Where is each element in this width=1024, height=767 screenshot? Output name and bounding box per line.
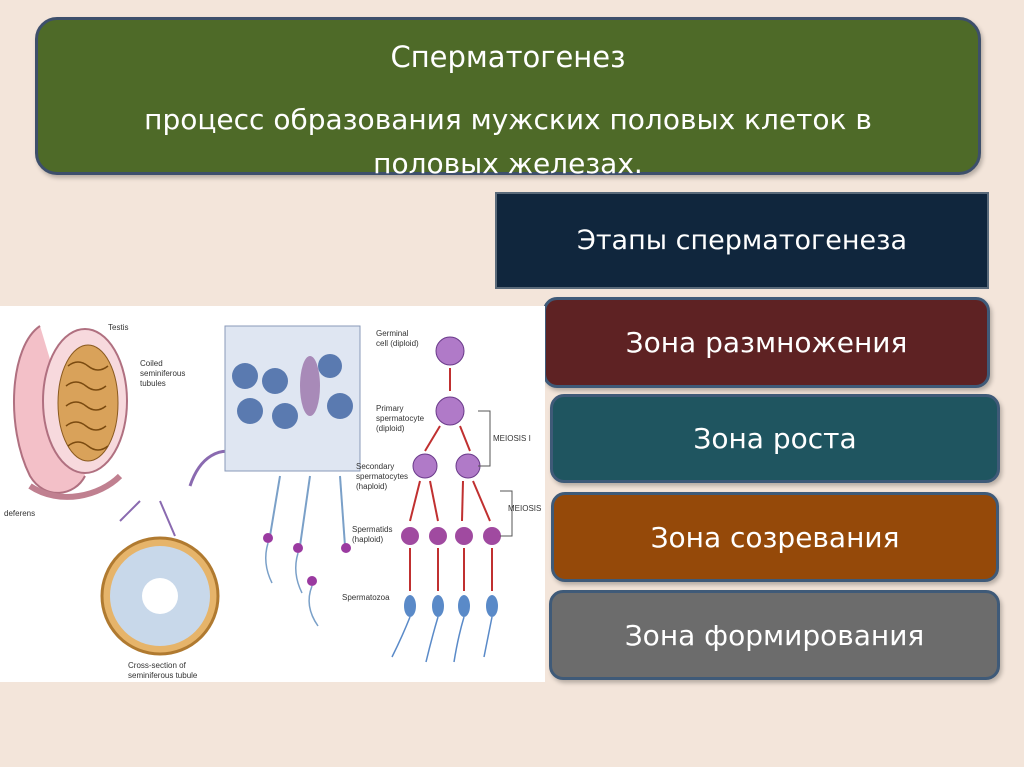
tubule-wall-drawing bbox=[224, 325, 361, 627]
cell-lineage-drawing bbox=[391, 336, 513, 663]
zone-growth[interactable]: Зона роста bbox=[550, 394, 1000, 483]
label-primary-3: (diploid) bbox=[376, 424, 405, 433]
title-definition: процесс образования мужских половых клет… bbox=[144, 103, 872, 180]
label-cross-section-1: Cross-section of bbox=[128, 661, 187, 670]
zone-maturation[interactable]: Зона созревания bbox=[551, 492, 999, 582]
label-secondary-2: spermatocytes bbox=[356, 472, 408, 481]
label-cross-section-2: seminiferous tubule bbox=[128, 671, 198, 680]
stages-header: Этапы сперматогенеза bbox=[495, 192, 989, 289]
label-meiosis-1: MEIOSIS I bbox=[493, 434, 531, 443]
label-tubules: tubules bbox=[140, 379, 166, 388]
label-spermatozoa: Spermatozoa bbox=[342, 593, 390, 602]
title-box: Сперматогенез процесс образования мужски… bbox=[35, 17, 981, 180]
spermatogenesis-diagram: Testis Coiled seminiferous tubules defer… bbox=[4, 323, 541, 680]
label-secondary-3: (haploid) bbox=[356, 482, 387, 491]
label-primary-1: Primary bbox=[376, 404, 404, 413]
label-meiosis-2: MEIOSIS bbox=[508, 504, 541, 513]
label-germinal-2: cell (diploid) bbox=[376, 339, 419, 348]
label-deferens: deferens bbox=[4, 509, 35, 518]
label-coiled: Coiled bbox=[140, 359, 163, 368]
spermatogenesis-illustration: Testis Coiled seminiferous tubules defer… bbox=[0, 306, 545, 682]
label-testis: Testis bbox=[108, 323, 128, 332]
zone-multiplication[interactable]: Зона размножения bbox=[543, 297, 990, 388]
label-primary-2: spermatocyte bbox=[376, 414, 425, 423]
testis-drawing bbox=[12, 325, 128, 500]
cross-section-drawing bbox=[100, 449, 241, 656]
label-seminiferous: seminiferous bbox=[140, 369, 185, 378]
label-secondary-1: Secondary bbox=[356, 462, 394, 471]
label-spermatids-2: (haploid) bbox=[352, 535, 383, 544]
zone-formation[interactable]: Зона формирования bbox=[549, 590, 1000, 680]
label-spermatids-1: Spermatids bbox=[352, 525, 392, 534]
label-germinal-1: Germinal bbox=[376, 329, 409, 338]
page-title: Сперматогенез bbox=[390, 40, 626, 74]
